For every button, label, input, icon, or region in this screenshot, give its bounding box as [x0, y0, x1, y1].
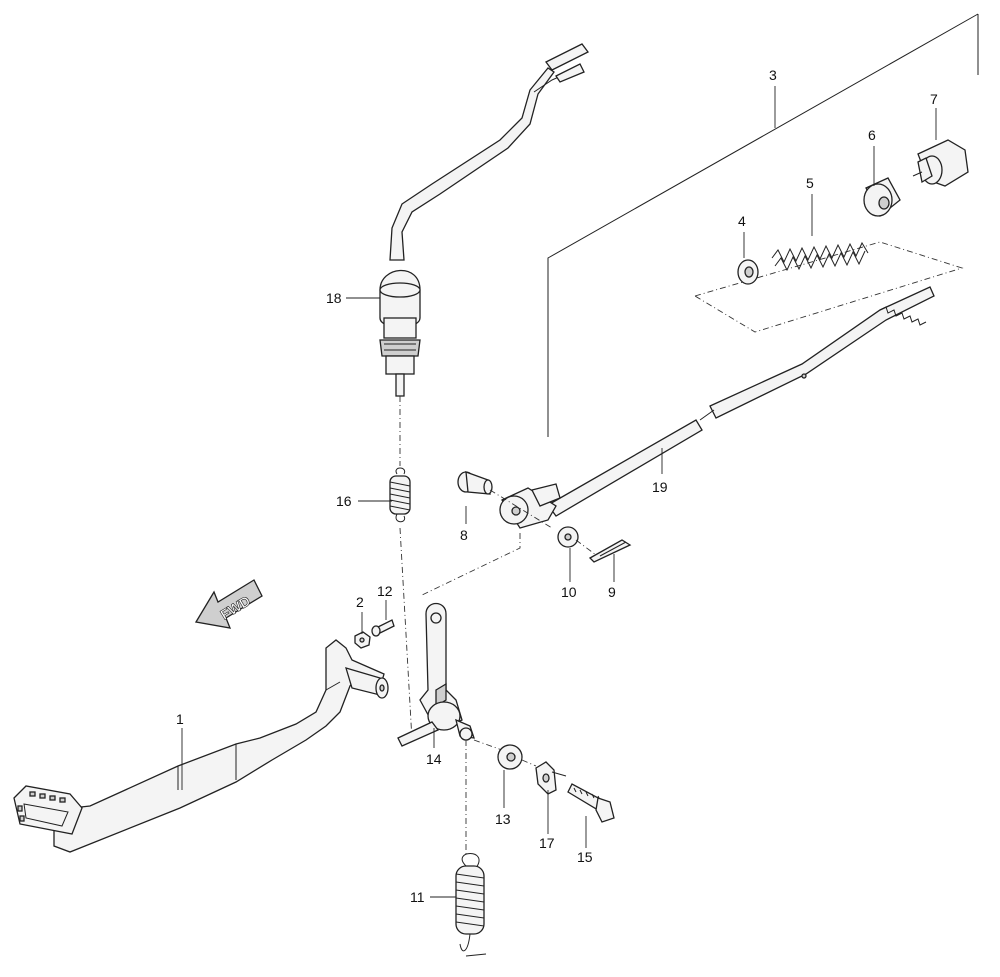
part-10-washer — [557, 526, 579, 548]
part-15-bolt — [567, 783, 615, 823]
callout-14: 14 — [426, 751, 442, 767]
part-5-compression-spring — [771, 241, 869, 272]
callout-2: 2 — [356, 594, 364, 610]
leader-lines — [181, 108, 937, 898]
spring-drop-line — [399, 527, 413, 741]
part-4-washer — [737, 259, 759, 285]
callout-10: 10 — [561, 584, 577, 600]
callout-5: 5 — [806, 175, 814, 191]
callout-1: 1 — [176, 711, 184, 727]
callout-4: 4 — [738, 213, 746, 229]
part-8-clevis-pin — [457, 471, 493, 495]
callout-16: 16 — [336, 493, 352, 509]
callout-labels: 1 2 3 4 5 6 7 8 9 10 11 12 13 14 15 16 1… — [176, 67, 938, 905]
part-18-brake-light-switch — [379, 43, 589, 397]
part-2-nut — [354, 631, 371, 649]
washer-line — [521, 759, 537, 767]
part-13-washer — [497, 744, 523, 770]
callout-15: 15 — [577, 849, 593, 865]
callout-13: 13 — [495, 811, 511, 827]
part-9-cotter-pin — [588, 539, 632, 563]
callout-19: 19 — [652, 479, 668, 495]
part-1-brake-pedal — [13, 639, 389, 853]
callout-8: 8 — [460, 527, 468, 543]
part-19-brake-rod — [499, 286, 935, 529]
connection-line-rod-to-arm — [419, 533, 521, 597]
fwd-direction-arrow: FWD — [194, 579, 263, 629]
callout-17: 17 — [539, 835, 555, 851]
part-6-collar — [863, 177, 901, 218]
connection-line-cotter — [575, 539, 597, 556]
part-16-switch-spring — [389, 467, 411, 523]
callout-6: 6 — [868, 127, 876, 143]
arm-axis-line — [473, 739, 503, 751]
part-11-return-spring — [455, 853, 487, 957]
assembly-3-bracket — [547, 13, 979, 437]
callout-11: 11 — [410, 889, 425, 905]
callout-9: 9 — [608, 584, 616, 600]
part-7-adjuster-nut — [912, 139, 969, 187]
part-17-lock-plate — [535, 761, 567, 795]
callout-3: 3 — [769, 67, 777, 83]
callout-18: 18 — [326, 290, 342, 306]
callout-12: 12 — [377, 583, 393, 599]
part-14-brake-arm — [397, 602, 475, 747]
part-12-bolt — [371, 619, 395, 637]
rod-kit-enclosure — [693, 241, 964, 333]
callout-7: 7 — [930, 91, 938, 107]
